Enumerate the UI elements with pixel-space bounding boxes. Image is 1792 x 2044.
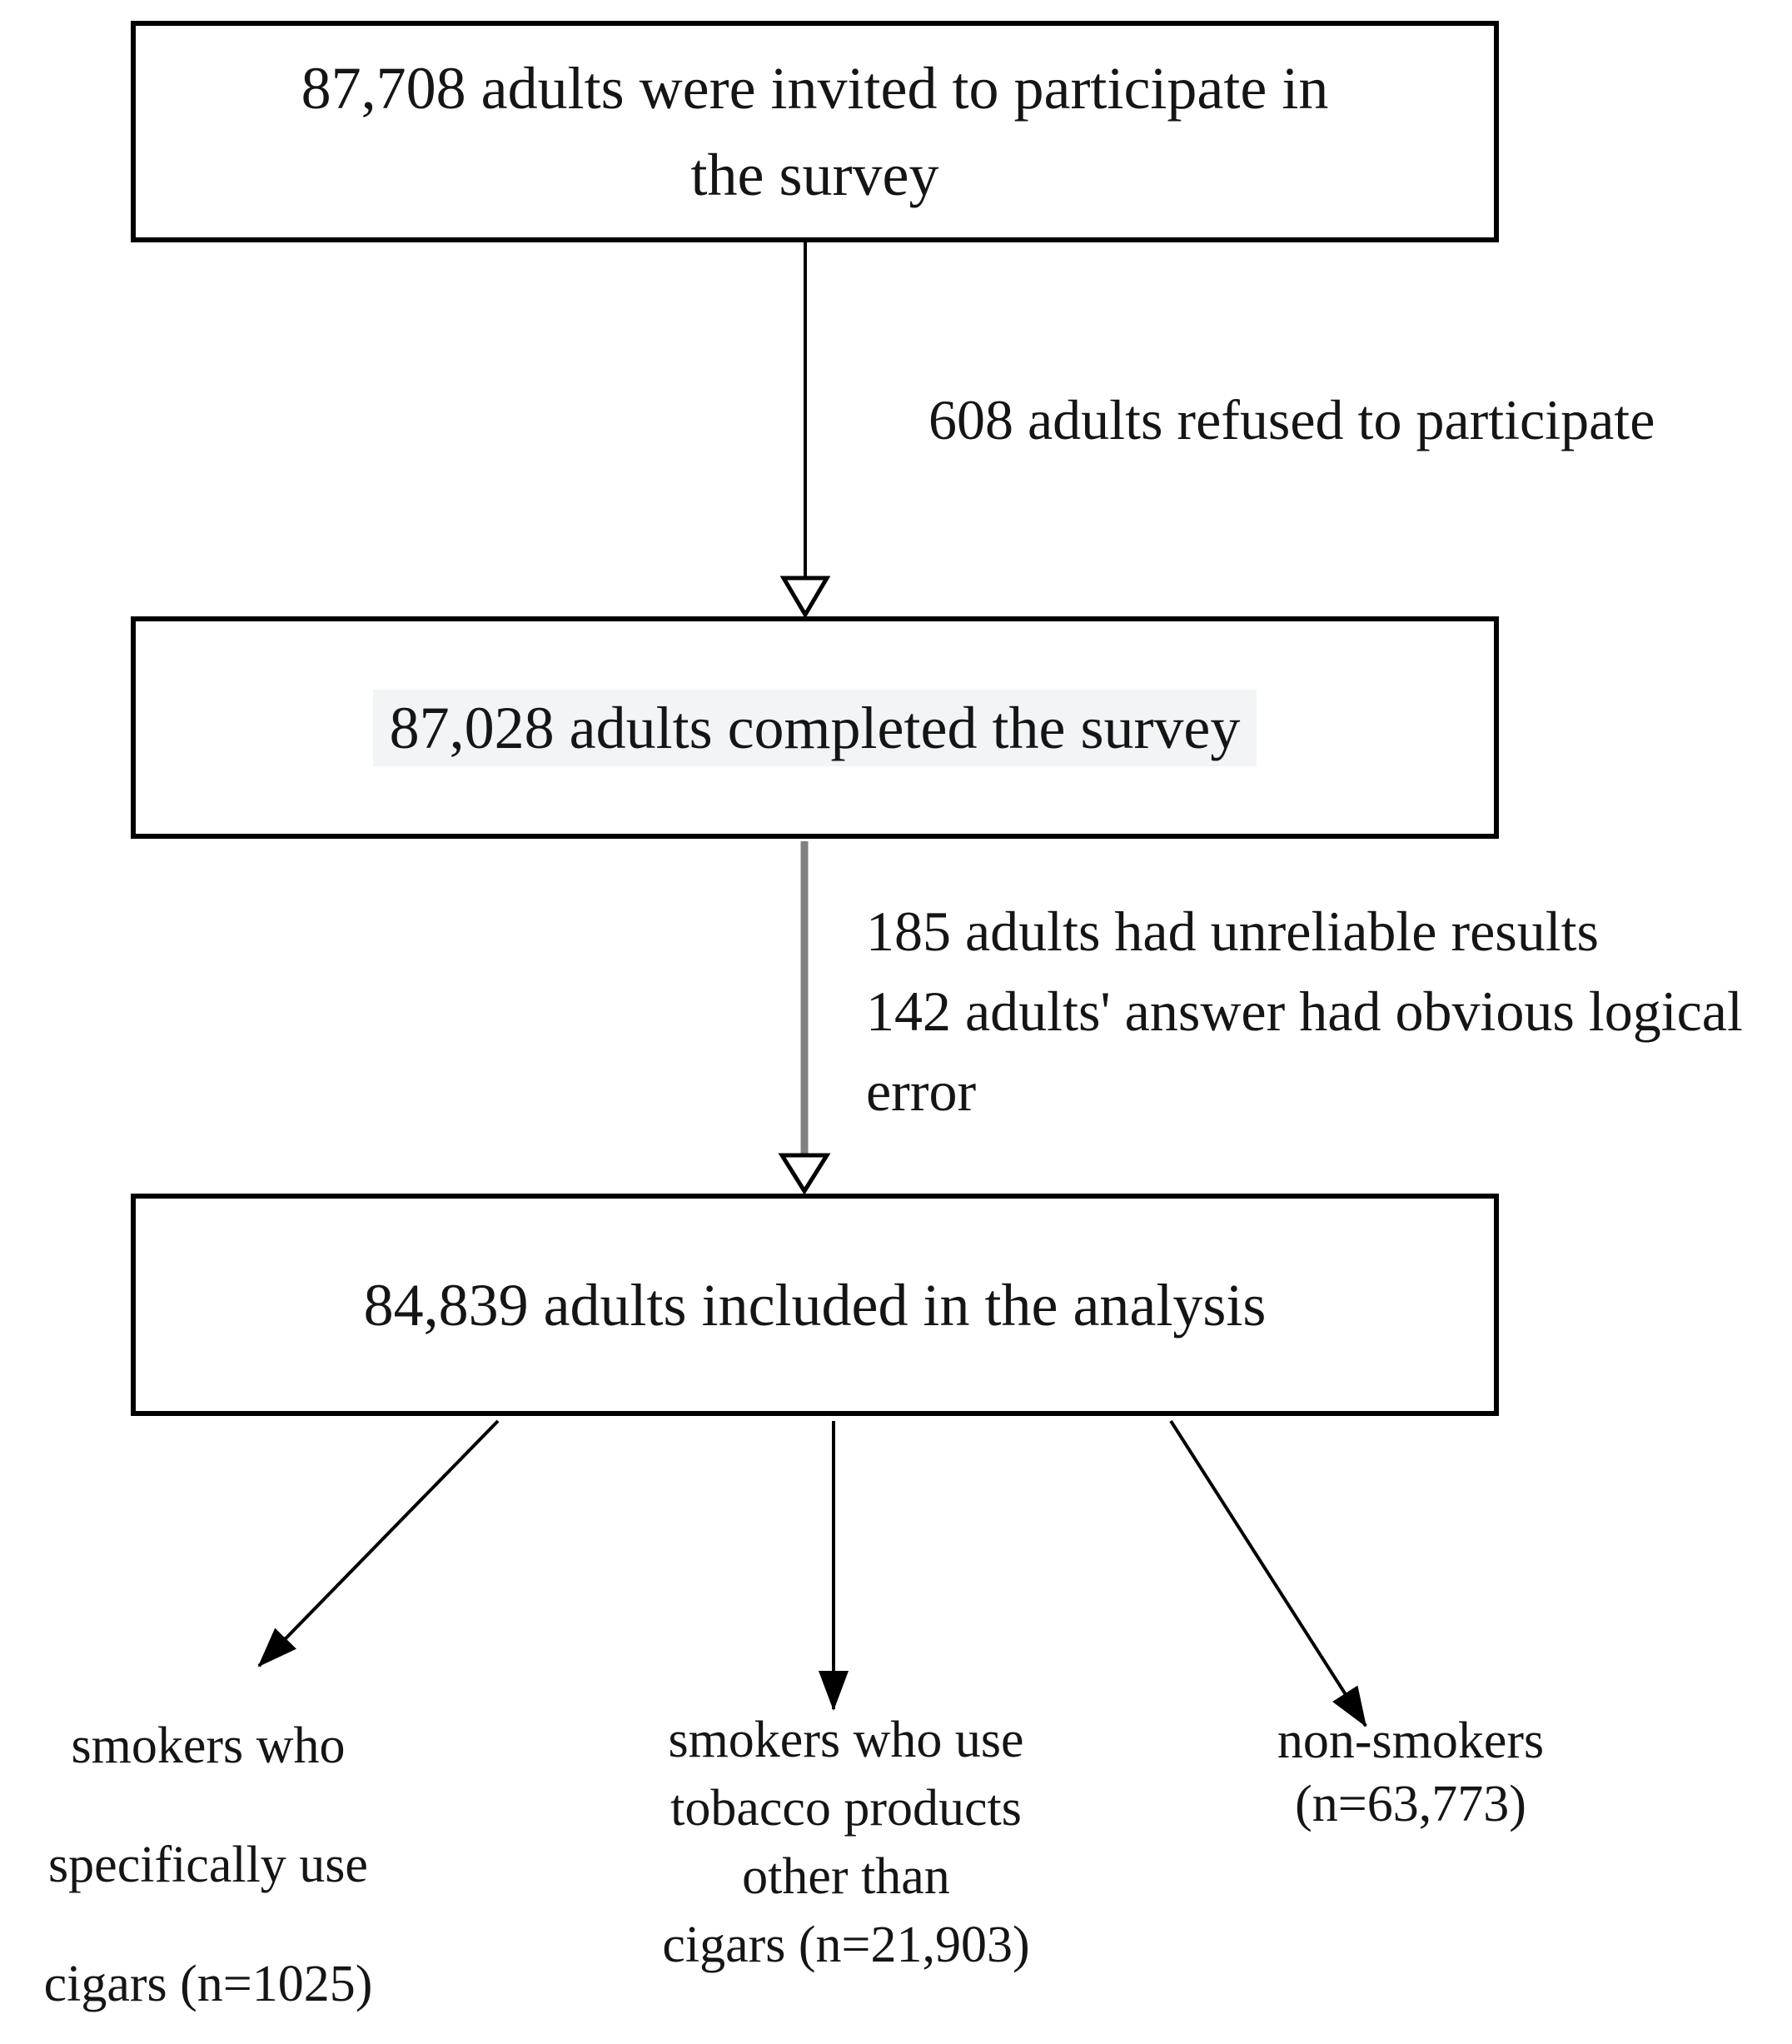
box-analysis-line-1: 84,839 adults included in the analysis bbox=[363, 1271, 1267, 1339]
participant-flowchart: 87,708 adults were invited to participat… bbox=[44, 21, 1743, 2012]
excluded-line-2: 142 adults' answer had obvious logical bbox=[866, 980, 1743, 1043]
highlighted-text: 87,028 adults completed the survey bbox=[372, 689, 1257, 766]
outcome-non-smokers: non-smokers (n=63,773) bbox=[1244, 1709, 1577, 1836]
outcome-other-tobacco-smokers: smokers who use tobacco products other t… bbox=[580, 1706, 1113, 1979]
excluded-line-3: error bbox=[866, 1059, 977, 1123]
outcome-nonsmokers-line-2: (n=63,773) bbox=[1295, 1776, 1526, 1832]
box-analysis: 84,839 adults included in the analysis bbox=[131, 1194, 1499, 1416]
outcome-cigar-line-2: specifically use bbox=[48, 1837, 368, 1893]
outcome-other-line-1: smokers who use bbox=[668, 1712, 1024, 1768]
open-arrowhead-icon bbox=[779, 576, 831, 619]
open-arrowhead-icon bbox=[778, 1153, 831, 1195]
outcome-other-line-4: cigars (n=21,903) bbox=[662, 1917, 1030, 1973]
box-invited: 87,708 adults were invited to participat… bbox=[131, 21, 1499, 242]
arrow-line-analysis-to-cigar-smokers bbox=[257, 1419, 500, 1668]
edge-label-refused: 608 adults refused to participate bbox=[928, 381, 1655, 458]
box-completed-line-1: 87,028 adults completed the survey bbox=[372, 685, 1257, 771]
outcome-cigar-line-3: cigars (n=1025) bbox=[43, 1956, 373, 2012]
edge-label-excluded: 185 adults had unreliable results 142 ad… bbox=[866, 891, 1743, 1131]
box-invited-line-1: 87,708 adults were invited to participat… bbox=[301, 55, 1329, 122]
box-invited-line-2: the survey bbox=[690, 142, 939, 208]
outcome-cigar-line-1: smokers who bbox=[71, 1717, 346, 1774]
outcome-cigar-smokers: smokers who specifically use cigars (n=1… bbox=[0, 1687, 416, 2044]
excluded-line-1: 185 adults had unreliable results bbox=[866, 900, 1600, 963]
outcome-nonsmokers-line-1: non-smokers bbox=[1277, 1712, 1545, 1769]
box-completed: 87,028 adults completed the survey bbox=[131, 616, 1499, 839]
flow-arrows bbox=[257, 242, 1367, 1727]
outcome-other-line-3: other than bbox=[742, 1848, 950, 1905]
outcome-other-line-2: tobacco products bbox=[670, 1780, 1022, 1837]
arrow-line-analysis-to-non-smokers bbox=[1169, 1419, 1367, 1727]
refused-line: 608 adults refused to participate bbox=[928, 388, 1655, 451]
